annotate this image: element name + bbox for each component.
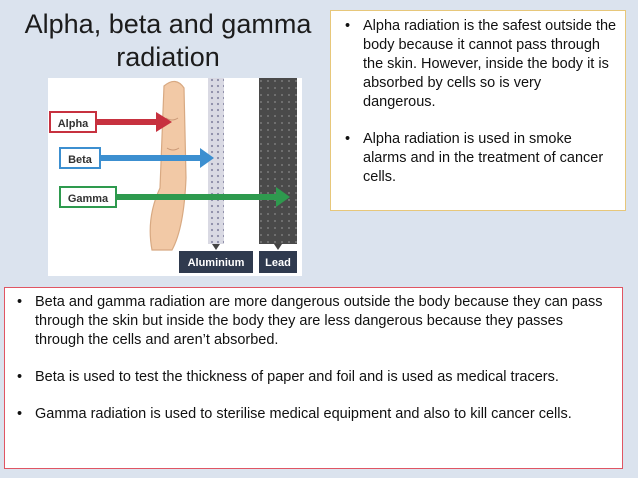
beta-ray: Beta: [59, 147, 214, 169]
gamma-label-box: [59, 186, 117, 208]
alpha-ray: Alpha: [49, 111, 172, 133]
beta-label: Beta: [68, 154, 93, 166]
alpha-label-box: [49, 111, 97, 133]
lead-label: Lead: [265, 257, 291, 269]
aluminium-label-box: [179, 251, 253, 273]
gamma-label: Gamma: [68, 193, 109, 205]
beta-gamma-danger-bullet: Beta and gamma radiation are more danger…: [11, 293, 614, 350]
hand-icon: [149, 80, 187, 251]
alpha-label: Alpha: [58, 118, 89, 130]
beta-gamma-info-box: Beta and gamma radiation are more danger…: [4, 287, 623, 469]
penetration-diagram: Alpha Beta Gamma Aluminium Lead: [48, 78, 302, 276]
beta-uses-bullet: Beta is used to test the thickness of pa…: [11, 368, 614, 387]
gamma-ray: Gamma: [59, 186, 290, 208]
alpha-info-box: Alpha radiation is the safest outside th…: [330, 10, 626, 211]
aluminium-label: Aluminium: [188, 257, 245, 269]
slide-title-line-2: radiation: [116, 42, 220, 72]
alpha-uses-bullet: Alpha radiation is used in smoke alarms …: [339, 130, 617, 187]
beta-label-box: [59, 147, 101, 169]
lead-block: [259, 78, 297, 244]
slide-title: Alpha, beta and gamma radiation: [18, 8, 318, 74]
alpha-safety-bullet: Alpha radiation is the safest outside th…: [339, 17, 617, 112]
gamma-uses-bullet: Gamma radiation is used to sterilise med…: [11, 405, 614, 424]
aluminium-sheet: [208, 78, 224, 244]
slide-title-line-1: Alpha, beta and gamma: [24, 9, 312, 39]
lead-label-box: [259, 251, 297, 273]
